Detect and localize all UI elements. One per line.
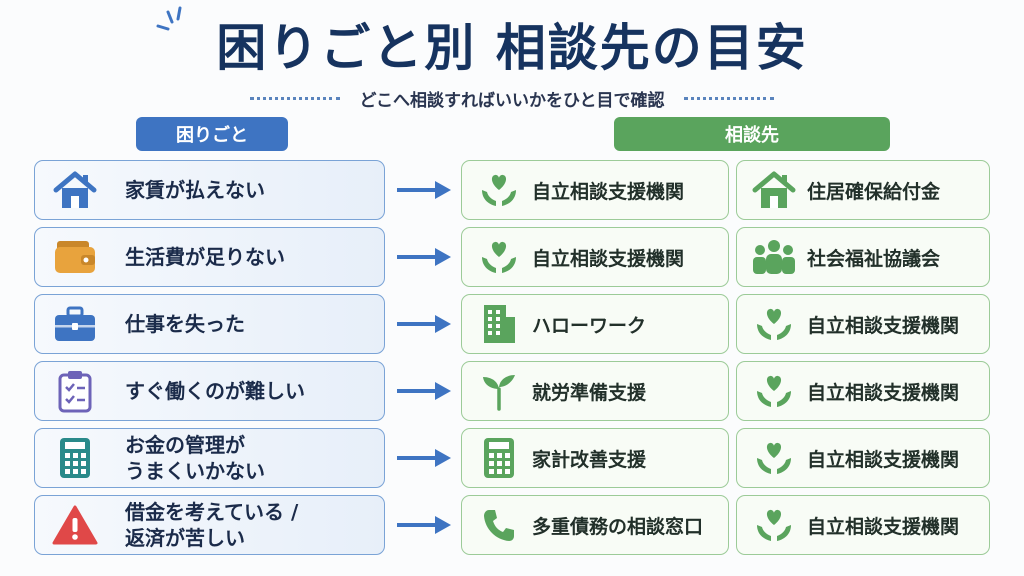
subtitle-row: どこへ相談すればいいかをひと目で確認	[0, 86, 1024, 111]
heart-hands-icon	[751, 505, 797, 545]
contacts-header: 相談先	[614, 117, 890, 151]
arrow-right-icon	[397, 516, 451, 534]
contact-label: 自立相談支援機関	[807, 515, 960, 538]
contact-label: 自立相談支援機関	[807, 448, 960, 471]
arrow-right-icon	[397, 449, 451, 467]
table-row: すぐ働くのが難しい 就労準備支援 自立相談支援機関	[0, 361, 1024, 421]
table-row: 仕事を失った ハローワーク 自立相談支援機関	[0, 294, 1024, 354]
contact-card-primary[interactable]: 家計改善支援	[461, 428, 729, 488]
contact-card-primary[interactable]: 自立相談支援機関	[461, 160, 729, 220]
table-row: 生活費が足りない 自立相談支援機関 社会福祉協議会	[0, 227, 1024, 287]
subtitle: どこへ相談すればいいかをひと目で確認	[359, 91, 665, 111]
arrow-right-icon	[397, 382, 451, 400]
problem-card[interactable]: 仕事を失った	[34, 294, 385, 354]
problem-label: 生活費が足りない	[125, 245, 285, 269]
building-icon	[476, 303, 522, 345]
contact-label: 多重債務の相談窓口	[532, 515, 704, 538]
contact-label: 自立相談支援機関	[532, 247, 685, 270]
contact-label: 自立相談支援機関	[807, 314, 960, 337]
contact-label: ハローワーク	[532, 314, 647, 337]
phone-icon	[476, 507, 522, 543]
wallet-icon	[47, 239, 103, 275]
problem-card[interactable]: 生活費が足りない	[34, 227, 385, 287]
page-title: 困りごと別 相談先の目安	[216, 19, 808, 77]
people-icon	[751, 238, 797, 276]
problems-header: 困りごと	[136, 117, 288, 151]
problem-card[interactable]: すぐ働くのが難しい	[34, 361, 385, 421]
table-row: 家賃が払えない 自立相談支援機関 住居確保給付金	[0, 160, 1024, 220]
house-icon	[751, 170, 797, 210]
contact-card-secondary[interactable]: 自立相談支援機関	[736, 294, 990, 354]
calculator-icon	[476, 436, 522, 480]
sparkle-decoration-icon	[156, 6, 182, 31]
dotted-divider-left	[249, 97, 340, 100]
contact-card-secondary[interactable]: 自立相談支援機関	[736, 361, 990, 421]
contact-card-secondary[interactable]: 社会福祉協議会	[736, 227, 990, 287]
arrow-right-icon	[397, 181, 451, 199]
contact-label: 自立相談支援機関	[807, 381, 960, 404]
contact-label: 家計改善支援	[532, 448, 647, 471]
contact-label: 就労準備支援	[532, 381, 647, 404]
heart-hands-icon	[751, 438, 797, 478]
clipboard-icon	[47, 369, 103, 413]
contact-card-primary[interactable]: 自立相談支援機関	[461, 227, 729, 287]
table-row: お金の管理がうまくいかない 家計改善支援 自立相談支援機関	[0, 428, 1024, 488]
heart-hands-icon	[476, 170, 522, 210]
warning-icon	[47, 504, 103, 546]
heart-hands-icon	[476, 237, 522, 277]
contact-label: 社会福祉協議会	[807, 247, 941, 270]
contact-card-primary[interactable]: ハローワーク	[461, 294, 729, 354]
problem-label: 借金を考えている /返済が苦しい	[125, 500, 299, 550]
contact-card-primary[interactable]: 就労準備支援	[461, 361, 729, 421]
dotted-divider-right	[684, 97, 775, 100]
table-row: 借金を考えている /返済が苦しい 多重債務の相談窓口 自立相談支援機関	[0, 495, 1024, 555]
problem-label: 仕事を失った	[125, 312, 245, 336]
problem-card[interactable]: 借金を考えている /返済が苦しい	[34, 495, 385, 555]
problem-label: すぐ働くのが難しい	[125, 379, 305, 403]
problem-label: 家賃が払えない	[125, 178, 265, 202]
heart-hands-icon	[751, 371, 797, 411]
sprout-icon	[476, 371, 522, 411]
problem-label: お金の管理がうまくいかない	[125, 433, 265, 483]
contact-card-secondary[interactable]: 自立相談支援機関	[736, 495, 990, 555]
contact-label: 自立相談支援機関	[532, 180, 685, 203]
contact-card-secondary[interactable]: 自立相談支援機関	[736, 428, 990, 488]
heart-hands-icon	[751, 304, 797, 344]
calculator-icon	[47, 436, 103, 480]
contact-card-primary[interactable]: 多重債務の相談窓口	[461, 495, 729, 555]
contact-card-secondary[interactable]: 住居確保給付金	[736, 160, 990, 220]
problem-card[interactable]: 家賃が払えない	[34, 160, 385, 220]
problem-card[interactable]: お金の管理がうまくいかない	[34, 428, 385, 488]
arrow-right-icon	[397, 248, 451, 266]
briefcase-icon	[47, 305, 103, 343]
contact-label: 住居確保給付金	[807, 180, 941, 203]
arrow-right-icon	[397, 315, 451, 333]
house-icon	[47, 170, 103, 210]
